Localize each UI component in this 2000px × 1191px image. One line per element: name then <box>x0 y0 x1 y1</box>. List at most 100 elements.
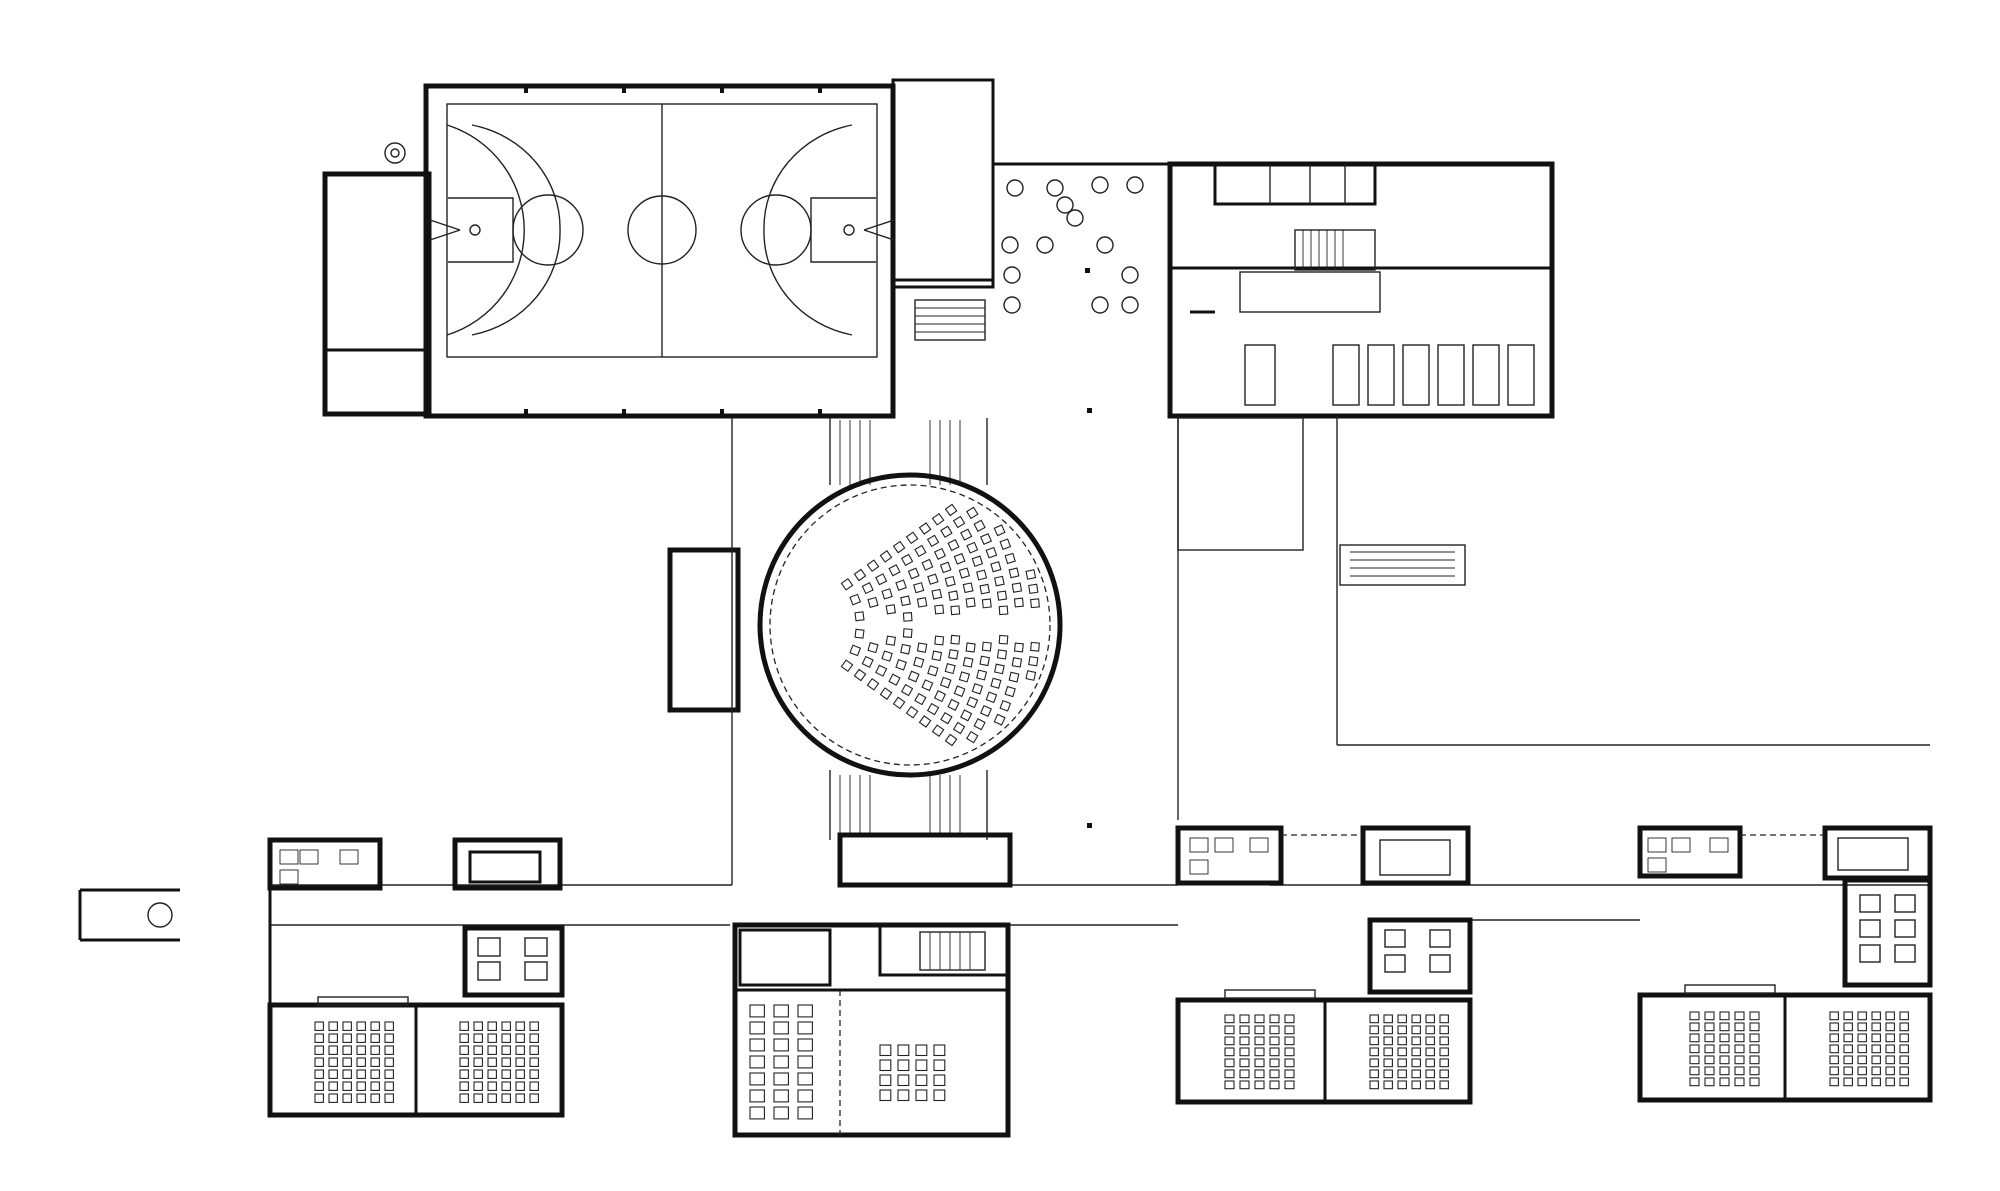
desk <box>1885 1022 1895 1032</box>
auditorium-seat <box>965 642 976 653</box>
auditorium-seat <box>976 569 988 581</box>
desk <box>1224 1058 1235 1068</box>
desk <box>1254 1069 1265 1079</box>
desk <box>384 1057 394 1067</box>
east-wing-a <box>1175 825 1473 1105</box>
desk <box>1254 1036 1265 1046</box>
desk <box>1734 1077 1745 1087</box>
auditorium-seat <box>944 663 956 675</box>
desk <box>1871 1044 1881 1054</box>
desk <box>1369 1014 1379 1024</box>
desk <box>1857 1044 1867 1054</box>
desk <box>1383 1025 1393 1035</box>
center-wing <box>732 832 1013 1138</box>
desk <box>1439 1014 1449 1024</box>
auditorium-seat <box>861 582 874 595</box>
desk <box>1224 1080 1235 1090</box>
desk <box>370 1057 380 1067</box>
desk <box>1411 1069 1421 1079</box>
desk <box>1704 1044 1715 1054</box>
auditorium-seat <box>939 561 952 574</box>
desk <box>384 1021 394 1031</box>
east-b-classroom-desks <box>1689 1011 1909 1087</box>
auditorium-seat <box>913 582 925 594</box>
desk <box>1885 1055 1895 1065</box>
desk <box>1439 1025 1449 1035</box>
desk <box>1899 1066 1909 1076</box>
auditorium-seat <box>879 687 893 700</box>
desk <box>1254 1080 1265 1090</box>
desk <box>473 1057 483 1067</box>
auditorium-seat <box>1011 582 1023 593</box>
desk <box>1843 1011 1853 1021</box>
auditorium-seat <box>996 590 1008 601</box>
desk <box>1871 1077 1881 1087</box>
desk <box>1749 1011 1760 1021</box>
auditorium-seat <box>900 643 911 655</box>
auditorium-seat <box>958 567 971 579</box>
desk <box>1369 1025 1379 1035</box>
desk <box>501 1045 511 1055</box>
desk <box>749 1004 765 1018</box>
auditorium-seat <box>939 676 952 689</box>
desk <box>1734 1066 1745 1076</box>
auditorium-seat <box>914 544 927 558</box>
auditorium-seat <box>885 635 896 646</box>
desk <box>1369 1080 1379 1090</box>
desk <box>473 1081 483 1091</box>
auditorium-seat <box>934 635 945 646</box>
desk <box>1704 1011 1715 1021</box>
desk <box>1871 1055 1881 1065</box>
desk <box>1829 1033 1839 1043</box>
auditorium-seat <box>905 531 919 545</box>
desk <box>1239 1047 1250 1057</box>
auditorium-seat <box>934 604 945 615</box>
desk <box>1224 1025 1235 1035</box>
auditorium-seat <box>994 663 1005 675</box>
desk <box>1224 1047 1235 1057</box>
desk <box>1719 1055 1730 1065</box>
auditorium-seat <box>921 679 934 692</box>
desk <box>1239 1080 1250 1090</box>
cafeteria <box>993 162 1170 828</box>
desk <box>328 1057 338 1067</box>
desk <box>1871 1011 1881 1021</box>
desk <box>328 1045 338 1055</box>
auditorium-seat <box>931 512 945 526</box>
desk <box>933 1044 946 1057</box>
auditorium-seat <box>996 649 1008 660</box>
desk <box>370 1081 380 1091</box>
desk <box>1439 1069 1449 1079</box>
desk <box>1397 1069 1407 1079</box>
desk <box>1284 1047 1295 1057</box>
auditorium-seat <box>1028 583 1039 594</box>
desk <box>529 1081 539 1091</box>
auditorium-seat <box>900 683 914 697</box>
auditorium-seat <box>940 525 953 539</box>
desk <box>370 1069 380 1079</box>
desk <box>1224 1036 1235 1046</box>
auditorium-seat <box>916 597 928 608</box>
auditorium-seat <box>953 685 966 698</box>
desk <box>1269 1058 1280 1068</box>
desk <box>879 1044 892 1057</box>
desk <box>370 1093 380 1103</box>
auditorium-seat <box>918 715 932 728</box>
desk <box>749 1106 765 1120</box>
auditorium-seat <box>952 721 966 735</box>
auditorium-seat <box>895 579 907 592</box>
desk <box>473 1093 483 1103</box>
desk <box>473 1033 483 1043</box>
auditorium-seat <box>1008 671 1020 683</box>
auditorium-seat <box>993 713 1006 726</box>
auditorium-seat <box>950 605 961 616</box>
desk <box>314 1081 324 1091</box>
desk <box>356 1045 366 1055</box>
desk <box>1885 1066 1895 1076</box>
desk <box>487 1081 497 1091</box>
desk <box>915 1059 928 1072</box>
desk <box>797 1038 813 1052</box>
desk <box>897 1089 910 1102</box>
desk <box>356 1021 366 1031</box>
